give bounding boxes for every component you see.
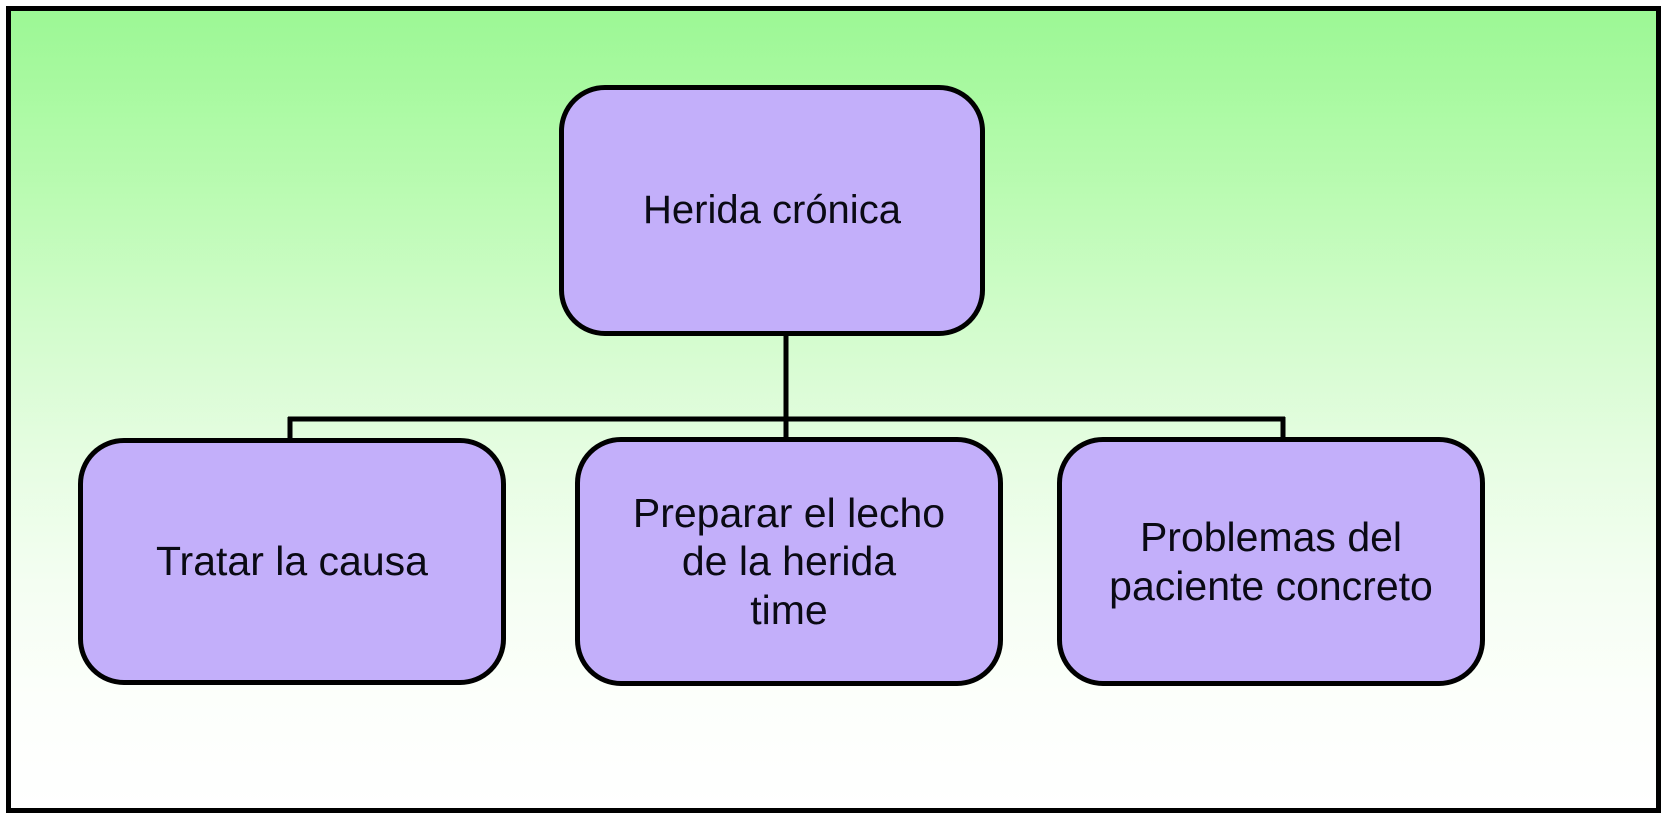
node-patient-label: Problemas del paciente concreto	[1109, 514, 1433, 609]
node-tratar-la-causa[interactable]: Tratar la causa	[78, 438, 506, 685]
node-bed-label: Preparar el lecho de la herida time	[632, 489, 946, 633]
node-cause-label: Tratar la causa	[156, 538, 428, 585]
node-root-label: Herida crónica	[643, 187, 901, 232]
node-problemas-del-paciente[interactable]: Problemas del paciente concreto	[1057, 437, 1485, 686]
node-herida-cronica[interactable]: Herida crónica	[559, 85, 985, 336]
node-preparar-el-lecho[interactable]: Preparar el lecho de la herida time	[575, 437, 1003, 686]
